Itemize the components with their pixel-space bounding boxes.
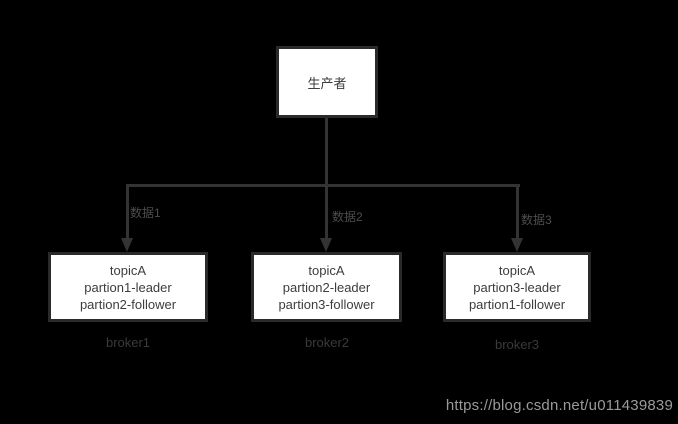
broker1-topic-box: topicA partion1-leader partion2-follower xyxy=(48,252,208,322)
leader-partition: partion3-leader xyxy=(473,279,561,295)
broker3-topic-box: topicA partion3-leader partion1-follower xyxy=(443,252,591,322)
arrow-label-data2: 数据2 xyxy=(332,210,363,224)
topic-name: topicA xyxy=(109,262,147,278)
topic-name: topicA xyxy=(498,262,536,278)
broker2-label: broker2 xyxy=(304,335,350,350)
connector-right-vertical xyxy=(516,184,519,239)
follower-partition: partion1-follower xyxy=(468,296,566,312)
connector-left-vertical xyxy=(126,184,129,239)
broker2-topic-box: topicA partion2-leader partion3-follower xyxy=(251,252,402,322)
watermark-url: https://blog.csdn.net/u011439839 xyxy=(445,397,673,414)
follower-partition: partion2-follower xyxy=(79,296,177,312)
arrowhead-down-icon xyxy=(320,238,332,252)
leader-partition: partion2-leader xyxy=(282,279,371,295)
producer-label: 生产者 xyxy=(307,75,347,91)
arrow-label-data1: 数据1 xyxy=(130,206,161,220)
connector-center-vertical xyxy=(325,118,328,239)
topic-name: topicA xyxy=(308,262,345,278)
broker3-label: broker3 xyxy=(494,337,540,352)
arrowhead-down-icon xyxy=(121,238,133,252)
broker1-label: broker1 xyxy=(105,335,151,350)
producer-box: 生产者 xyxy=(276,46,378,118)
arrow-label-data3: 数据3 xyxy=(521,213,552,227)
connector-horizontal xyxy=(126,184,520,187)
leader-partition: partion1-leader xyxy=(84,279,172,295)
arrowhead-down-icon xyxy=(511,238,523,252)
follower-partition: partion3-follower xyxy=(278,296,375,312)
